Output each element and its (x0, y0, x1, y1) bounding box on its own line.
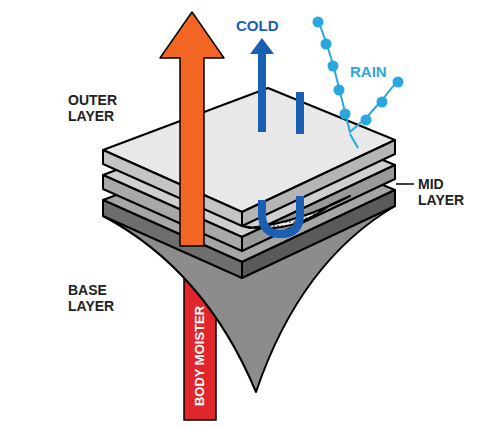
part-label: OUTER LAYER (68, 92, 128, 124)
moisture-arrow (160, 12, 224, 246)
outer-layer-slab (103, 88, 395, 228)
rain-drops (314, 18, 403, 149)
leader-line (396, 183, 414, 185)
cold-arrow (250, 38, 300, 134)
cold-label: COLD (236, 18, 296, 34)
part-label: BASE LAYER (68, 282, 128, 314)
rain-label: RAIN (350, 64, 410, 80)
cold-deflection (262, 196, 300, 234)
moisture-label: BODY MOISTER (192, 306, 208, 406)
part-label: MID LAYER (418, 176, 478, 208)
